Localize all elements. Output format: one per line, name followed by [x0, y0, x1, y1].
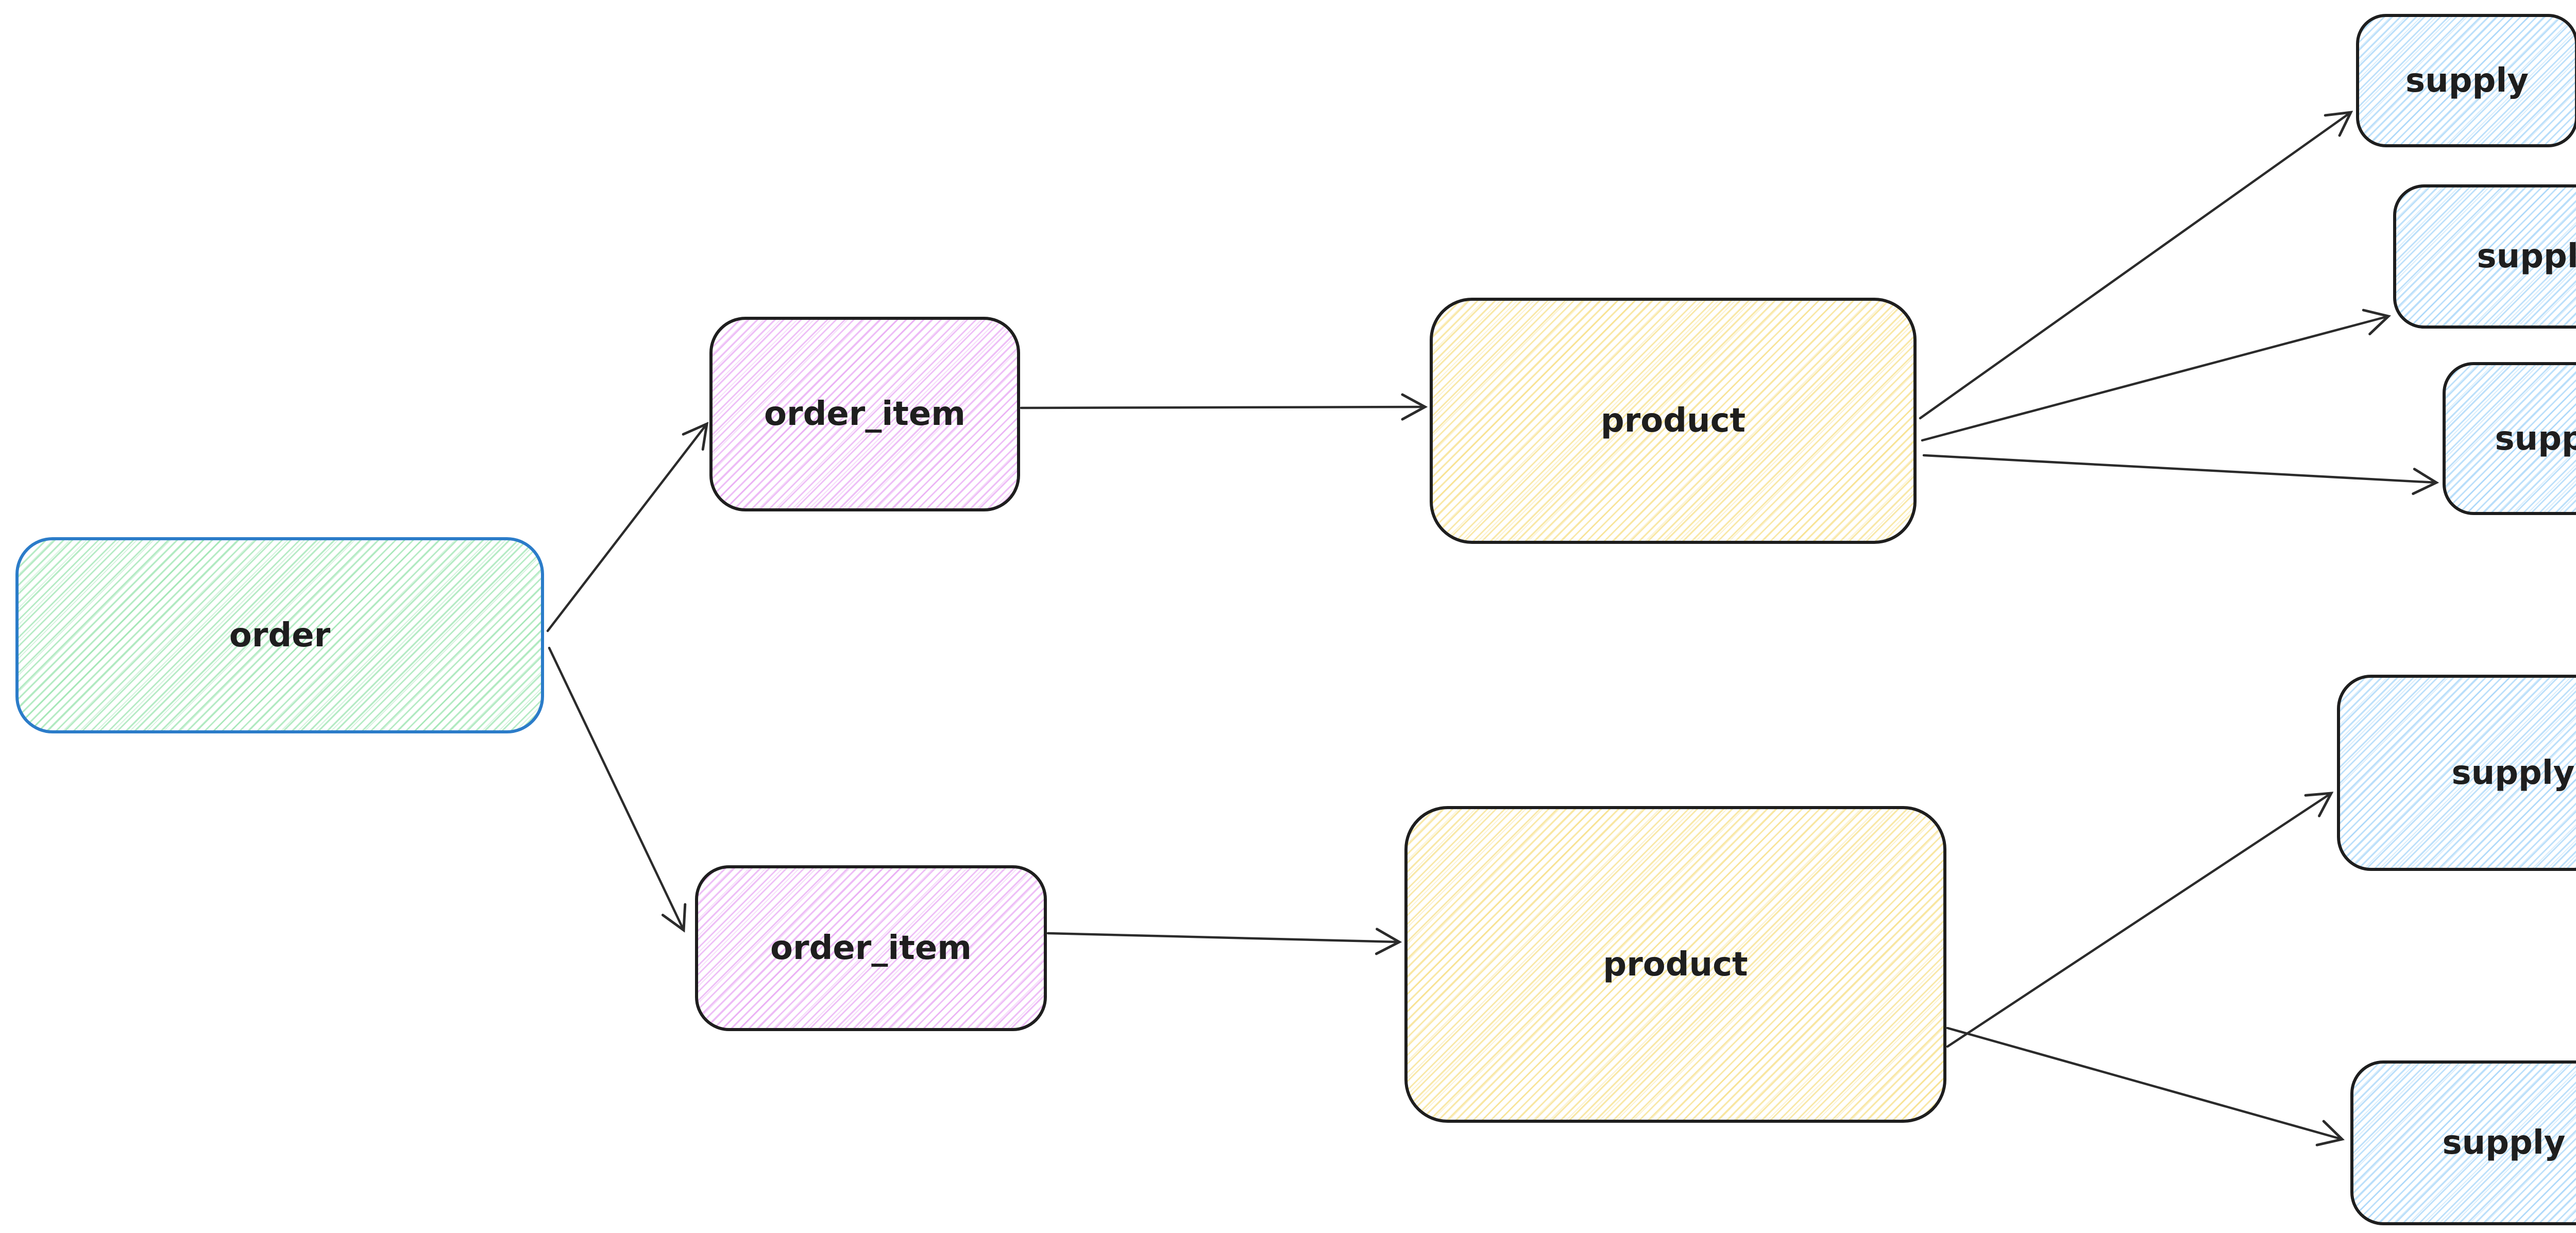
edge-product-1-to-supply-2[interactable]	[1921, 309, 2392, 442]
node-supply-2-label: supply	[2477, 237, 2576, 276]
node-supply-4[interactable]: supply	[2337, 675, 2576, 871]
node-supply-1[interactable]: supply	[2356, 14, 2576, 147]
node-product-2[interactable]: product	[1404, 806, 1946, 1123]
node-order-item-1[interactable]: order_item	[709, 317, 1020, 511]
node-product-2-label: product	[1603, 945, 1748, 984]
node-supply-3-label: supply	[2495, 419, 2576, 458]
node-order-item-1-label: order_item	[764, 395, 965, 433]
edge-product-1-to-supply-1[interactable]	[1919, 110, 2353, 420]
node-product-1[interactable]: product	[1430, 298, 1917, 544]
edge-order-item-1-to-product-1[interactable]	[1020, 393, 1428, 421]
node-supply-3[interactable]: supply	[2443, 362, 2576, 515]
node-supply-4-label: supply	[2451, 754, 2575, 792]
node-order-item-2[interactable]: order_item	[695, 865, 1047, 1031]
node-supply-1-label: supply	[2405, 61, 2529, 100]
node-supply-5[interactable]: supply	[2350, 1060, 2576, 1225]
edge-product-2-to-supply-4[interactable]	[1946, 792, 2334, 1048]
node-order[interactable]: order	[15, 537, 544, 733]
node-supply-2[interactable]: supply	[2393, 184, 2576, 329]
node-order-label: order	[229, 616, 331, 655]
node-supply-5-label: supply	[2442, 1124, 2566, 1162]
edge-order-to-order-item-2[interactable]	[548, 646, 687, 933]
edge-product-2-to-supply-5[interactable]	[1946, 1026, 2345, 1146]
node-product-1-label: product	[1600, 402, 1746, 440]
edge-order-item-2-to-product-2[interactable]	[1046, 928, 1402, 955]
edge-order-to-order-item-1[interactable]	[546, 421, 709, 632]
edge-product-1-to-supply-3[interactable]	[1922, 454, 2439, 495]
node-order-item-2-label: order_item	[770, 929, 972, 967]
